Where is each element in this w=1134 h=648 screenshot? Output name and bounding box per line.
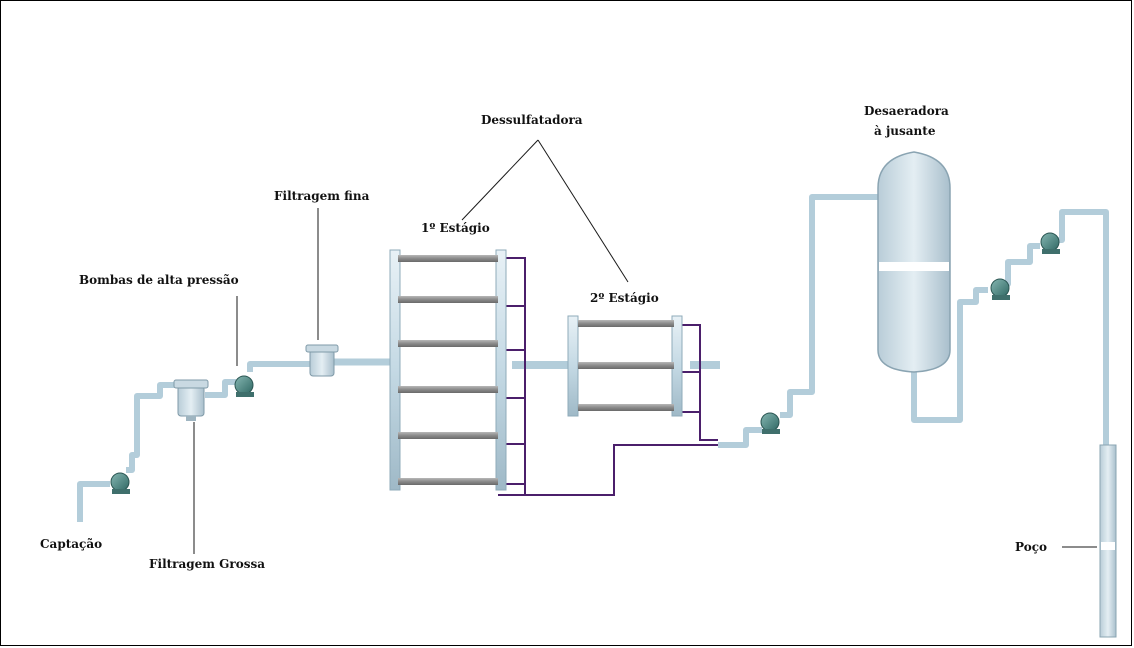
pipe-deaerator-outlet [911, 287, 988, 423]
pipe-coarse-filter-to-hp-pump [205, 379, 236, 398]
pipe-pump1-to-coarse-filter [126, 382, 185, 473]
pump-deaerator-feed [760, 412, 780, 434]
stage2-membrane-rack [567, 315, 683, 417]
pipe-pump-to-deaerator [780, 194, 880, 418]
coarse-filter [173, 379, 209, 421]
pump-intake [110, 472, 130, 494]
label-bombas-alta-pressao: Bombas de alta pressão [79, 273, 239, 287]
pump-high-pressure [234, 375, 254, 397]
label-dessulfatadora: Dessulfatadora [481, 113, 583, 127]
label-filtragem-fina: Filtragem fina [274, 189, 370, 203]
pipe-injection-stage [1004, 243, 1040, 287]
leader-lines [193, 139, 1097, 554]
pipe-network [77, 194, 1109, 522]
deaerator-vessel [877, 151, 951, 373]
label-estagio-1: 1º Estágio [421, 221, 490, 235]
well [1099, 444, 1117, 638]
label-captacao: Captação [40, 537, 103, 551]
pump-injection-2 [1040, 232, 1060, 254]
pipe-hp-pump-to-fine-filter [247, 361, 312, 372]
pipe-to-deaerator-pump [718, 427, 762, 448]
pump-injection-1 [990, 278, 1010, 300]
pipe-injection-to-well [1056, 209, 1109, 445]
intake-pipe [77, 481, 110, 522]
label-desaeradora: Desaeradora [864, 104, 949, 118]
label-poco: Poço [1015, 540, 1048, 554]
stage1-membrane-rack [389, 249, 507, 491]
label-estagio-2: 2º Estágio [590, 291, 659, 305]
label-filtragem-grossa: Filtragem Grossa [149, 557, 266, 571]
fine-filter [305, 344, 339, 377]
label-a-jusante: à jusante [874, 124, 936, 138]
